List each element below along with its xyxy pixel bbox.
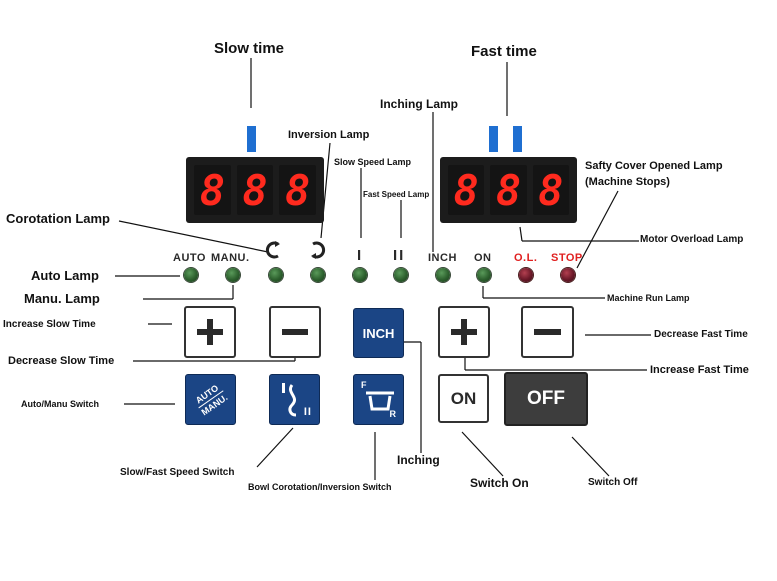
panel-slow-speed-text: I xyxy=(357,247,362,264)
increase-fast-time-button[interactable] xyxy=(438,306,490,358)
slow-time-indicator xyxy=(247,126,256,152)
auto-manu-switch-label: Auto/Manu Switch xyxy=(21,399,99,409)
inching-label: Inching xyxy=(397,453,440,467)
corotation-lamp-label: Corotation Lamp xyxy=(6,211,110,226)
panel-on-text: ON xyxy=(474,252,492,264)
machine-run-lamp-label: Machine Run Lamp xyxy=(607,293,690,303)
panel-inch-text: INCH xyxy=(428,252,457,264)
slow-digit-1: 8 xyxy=(194,165,231,215)
slow-fast-speed-switch-button[interactable]: II xyxy=(269,374,320,425)
auto-lamp-label: Auto Lamp xyxy=(31,268,99,283)
fast-digit-2: 8 xyxy=(490,165,527,215)
bowl-corotation-inversion-button[interactable]: F R xyxy=(353,374,404,425)
slow-time-display: 8 8 8 xyxy=(186,157,324,223)
minus-icon xyxy=(534,329,561,335)
speed-switch-icon xyxy=(282,383,297,417)
panel-stop-text: STOP xyxy=(551,252,583,264)
bowl-r-text: R xyxy=(389,409,397,419)
switch-on-label: Switch On xyxy=(470,476,529,490)
fast-digit-1: 8 xyxy=(448,165,485,215)
motor-overload-lamp-led xyxy=(519,268,533,282)
increase-slow-time-label: Increase Slow Time xyxy=(3,319,96,330)
panel-ol-text: O.L. xyxy=(514,252,538,264)
on-button[interactable]: ON xyxy=(438,374,489,423)
slow-speed-lamp-led xyxy=(353,268,367,282)
off-button[interactable]: OFF xyxy=(504,372,588,426)
safety-cover-label-2: (Machine Stops) xyxy=(585,176,670,188)
fast-time-display: 8 8 8 xyxy=(440,157,577,223)
slow-fast-speed-switch-label: Slow/Fast Speed Switch xyxy=(120,467,235,478)
bowl-switch-label: Bowl Corotation/Inversion Switch xyxy=(248,482,392,492)
safety-cover-label-1: Safty Cover Opened Lamp xyxy=(585,160,723,172)
speed-ii-text: II xyxy=(303,406,312,418)
decrease-fast-time-label: Decrease Fast Time xyxy=(654,329,748,340)
slow-digit-2: 8 xyxy=(236,165,274,215)
machine-run-lamp-led xyxy=(477,268,491,282)
inching-lamp-led xyxy=(436,268,450,282)
decrease-slow-time-label: Decrease Slow Time xyxy=(8,355,115,367)
fast-time-indicator-1 xyxy=(489,126,498,152)
panel-manu-text: MANU. xyxy=(211,252,250,264)
motor-overload-lamp-label: Motor Overload Lamp xyxy=(640,234,744,245)
fast-speed-lamp-led xyxy=(394,268,408,282)
fast-time-label: Fast time xyxy=(471,43,537,60)
decrease-fast-time-button[interactable] xyxy=(521,306,574,358)
fast-speed-lamp-label: Fast Speed Lamp xyxy=(363,190,430,199)
minus-icon xyxy=(282,329,308,335)
fast-digit-3: 8 xyxy=(532,165,569,215)
slow-time-label: Slow time xyxy=(214,40,285,57)
inversion-icon xyxy=(311,241,326,259)
panel-fast-speed-text: II xyxy=(393,247,406,264)
manu-lamp-label: Manu. Lamp xyxy=(24,291,100,306)
panel-auto-text: AUTO xyxy=(173,252,206,264)
fast-time-indicator-2 xyxy=(513,126,522,152)
switch-off-label: Switch Off xyxy=(588,477,638,488)
bowl-icon xyxy=(366,391,394,411)
inching-lamp-label: Inching Lamp xyxy=(380,97,458,111)
manu-lamp-led xyxy=(226,268,240,282)
inversion-lamp-led xyxy=(311,268,325,282)
slow-speed-lamp-label: Slow Speed Lamp xyxy=(334,157,412,167)
safety-cover-lamp-led xyxy=(561,268,575,282)
auto-manu-switch-button[interactable]: AUTO MANU. xyxy=(185,374,236,425)
increase-fast-time-label: Increase Fast Time xyxy=(650,364,749,376)
corotation-lamp-led xyxy=(269,268,283,282)
auto-lamp-led xyxy=(184,268,198,282)
increase-slow-time-button[interactable] xyxy=(184,306,236,358)
slow-digit-3: 8 xyxy=(279,165,317,215)
decrease-slow-time-button[interactable] xyxy=(269,306,321,358)
inversion-lamp-label: Inversion Lamp xyxy=(288,129,370,141)
corotation-icon xyxy=(265,241,280,259)
bowl-f-text: F xyxy=(361,380,367,390)
inch-button[interactable]: INCH xyxy=(353,308,404,358)
